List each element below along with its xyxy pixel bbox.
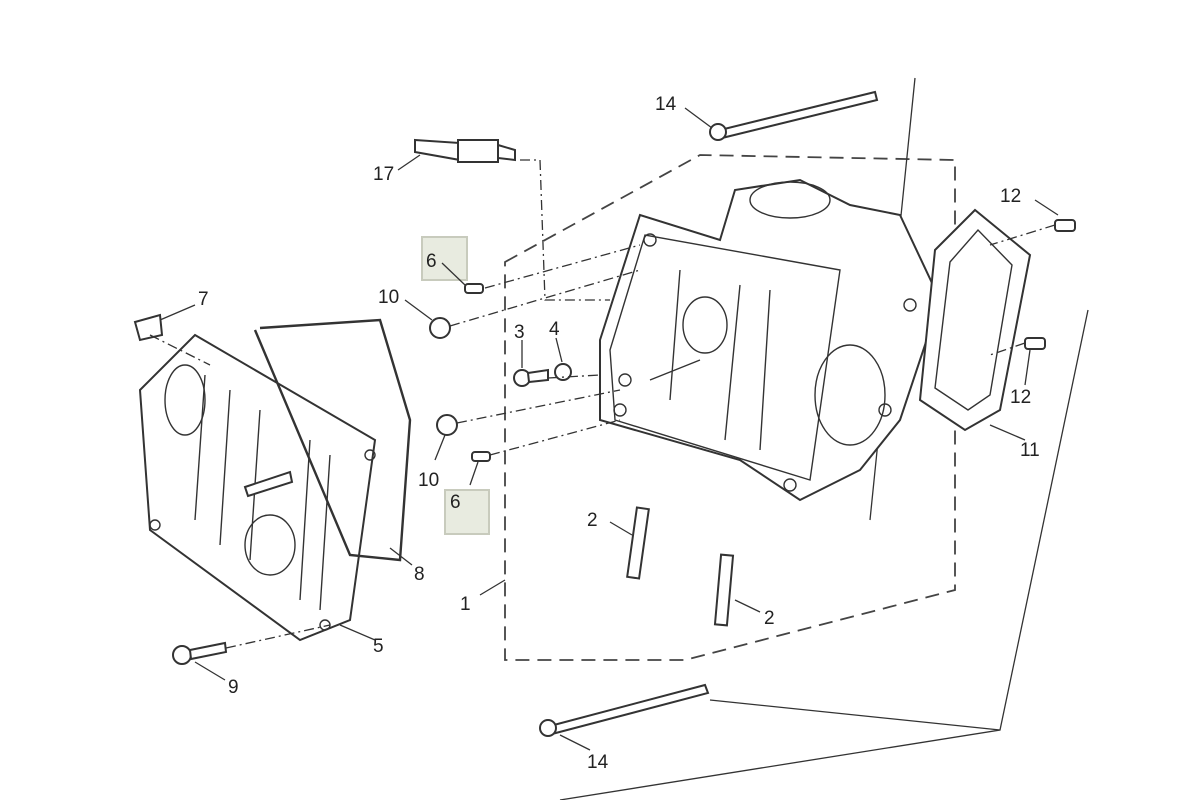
stud-2-right <box>713 553 735 627</box>
cylinder-head <box>599 178 942 502</box>
bolt-14-top <box>709 90 879 141</box>
clip-7 <box>133 313 164 342</box>
callout-12-bottom: 12 <box>1010 387 1031 408</box>
spark-plug-17 <box>414 138 516 163</box>
bolt-inner-cover <box>243 470 294 498</box>
callout-6-bottom: 6 <box>450 492 461 513</box>
gasket-11 <box>918 208 1032 432</box>
callout-3: 3 <box>514 322 525 343</box>
callout-17: 17 <box>373 164 394 185</box>
alignment-lines <box>149 159 1056 649</box>
bolt-14-bottom <box>539 683 710 737</box>
leader-lines <box>159 107 1059 751</box>
highlight-box-6-bottom <box>444 489 490 535</box>
dowel-6-top <box>464 283 484 294</box>
callout-6-top: 6 <box>426 251 437 272</box>
callout-4: 4 <box>549 319 560 340</box>
callout-2-left: 2 <box>587 510 598 531</box>
callout-9: 9 <box>228 677 239 698</box>
cover-gasket-8 <box>253 318 412 562</box>
callout-7: 7 <box>198 289 209 310</box>
callout-1: 1 <box>460 594 471 615</box>
callout-2-right: 2 <box>764 608 775 629</box>
callout-8: 8 <box>414 564 425 585</box>
callout-14-bottom: 14 <box>587 752 609 773</box>
plug-10-bottom <box>436 414 458 436</box>
callout-11: 11 <box>1020 440 1040 461</box>
bolt-3 <box>513 368 549 387</box>
callout-14-top: 14 <box>655 94 677 115</box>
dowel-12-bottom <box>1024 337 1046 350</box>
callout-5: 5 <box>373 636 384 657</box>
stud-2-left <box>626 506 650 580</box>
nut-4 <box>554 363 572 381</box>
callout-12-top: 12 <box>1000 186 1021 207</box>
bolt-9 <box>172 641 228 665</box>
dowel-12-top <box>1054 219 1076 232</box>
dowel-6-bottom <box>471 451 491 462</box>
callout-10-bottom: 10 <box>418 470 439 491</box>
plug-10-top <box>429 317 451 339</box>
callout-10-top: 10 <box>378 287 399 308</box>
highlight-box-6-top <box>421 236 468 281</box>
head-assembly-outline <box>504 154 956 661</box>
